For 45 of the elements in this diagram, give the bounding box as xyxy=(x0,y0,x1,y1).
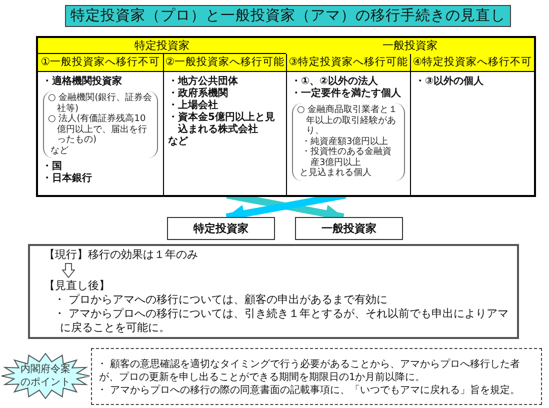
category-box xyxy=(295,217,403,240)
list-item: ・純資産額3億円以上 xyxy=(300,136,390,146)
list-item: など xyxy=(50,146,70,156)
box-label: 特定投資家 xyxy=(194,222,248,236)
group-header: 一般投資家 xyxy=(286,38,534,54)
title-banner: 特定投資家（プロ）と一般投資家（アマ）の移行手続きの見直し xyxy=(65,5,511,27)
list-item: ・一定要件を満たす個人 xyxy=(291,88,402,100)
bracket-group xyxy=(43,91,158,158)
list-item: ・上場会社 xyxy=(168,100,219,112)
bullet-text: ・ アマからプロへの移行については、引き続き１年とするが、それ以前でも申出によりアマに戻ることを可能に。 xyxy=(53,307,510,335)
note-panel xyxy=(91,348,542,405)
table-column xyxy=(163,54,286,195)
table-column xyxy=(286,54,410,195)
list-item: ・日本銀行 xyxy=(42,173,93,185)
section-heading: 【見直し後】 xyxy=(43,279,111,293)
list-item: と見込まれる個人 xyxy=(298,168,373,178)
table-group xyxy=(36,36,286,197)
table-column xyxy=(410,54,534,195)
starburst-callout xyxy=(1,353,90,399)
list-item: ・国 xyxy=(42,161,63,172)
list-item: ○ 法人(有価証券残高10億円以上で、届出を行ったもの) xyxy=(48,114,148,146)
bullet-text: ・ 顧客の意思確認を適切なタイミングで行う必要があることから、アマからプロへ移行した者が、プロの更新を申し出ることができる期間を期限日の1か月前以降に。 xyxy=(97,358,522,384)
list-item: ・①、②以外の法人 xyxy=(291,76,379,87)
text-panel xyxy=(28,244,519,339)
list-item: ・③以外の個人 xyxy=(415,76,484,88)
section-heading: 【現行】移行の効果は１年のみ xyxy=(43,248,199,262)
list-item: ・資本金5億円以上と見込まれる株式会社 xyxy=(168,112,276,136)
bullet-text: ・ アマからプロへの移行の際の同意書面の記載事項に、「いつでもアマに戻れる」旨を規定。 xyxy=(97,384,522,397)
bullet-text: ・ プロからアマへの移行については、顧客の申出があるまで有効に xyxy=(53,293,388,307)
list-item: ○ 金融機関(銀行、証券会社等) xyxy=(48,93,153,114)
table-group xyxy=(286,36,536,197)
list-item: ・地方公共団体 xyxy=(168,76,239,87)
column-header: ①一般投資家へ移行不可 xyxy=(38,54,163,72)
box-label: 一般投資家 xyxy=(322,222,376,236)
column-header: ②一般投資家へ移行可能 xyxy=(164,54,286,72)
column-header: ③特定投資家へ移行可能 xyxy=(287,54,410,72)
category-box xyxy=(167,217,275,240)
list-item: ・投資性のある金融資産3億円以上 xyxy=(300,147,392,168)
list-item: ○ 金融商品取引業者と１年以上の取引経験があり、 xyxy=(297,105,399,136)
column-header: ④特定投資家へ移行不可 xyxy=(411,54,534,72)
group-header: 特定投資家 xyxy=(38,38,286,54)
list-item: ・政府系機関 xyxy=(168,88,229,100)
list-item: ・適格機関投資家 xyxy=(42,76,123,88)
callout-text: 内閣府令案のポイント xyxy=(20,363,72,389)
list-item: など xyxy=(168,136,189,148)
